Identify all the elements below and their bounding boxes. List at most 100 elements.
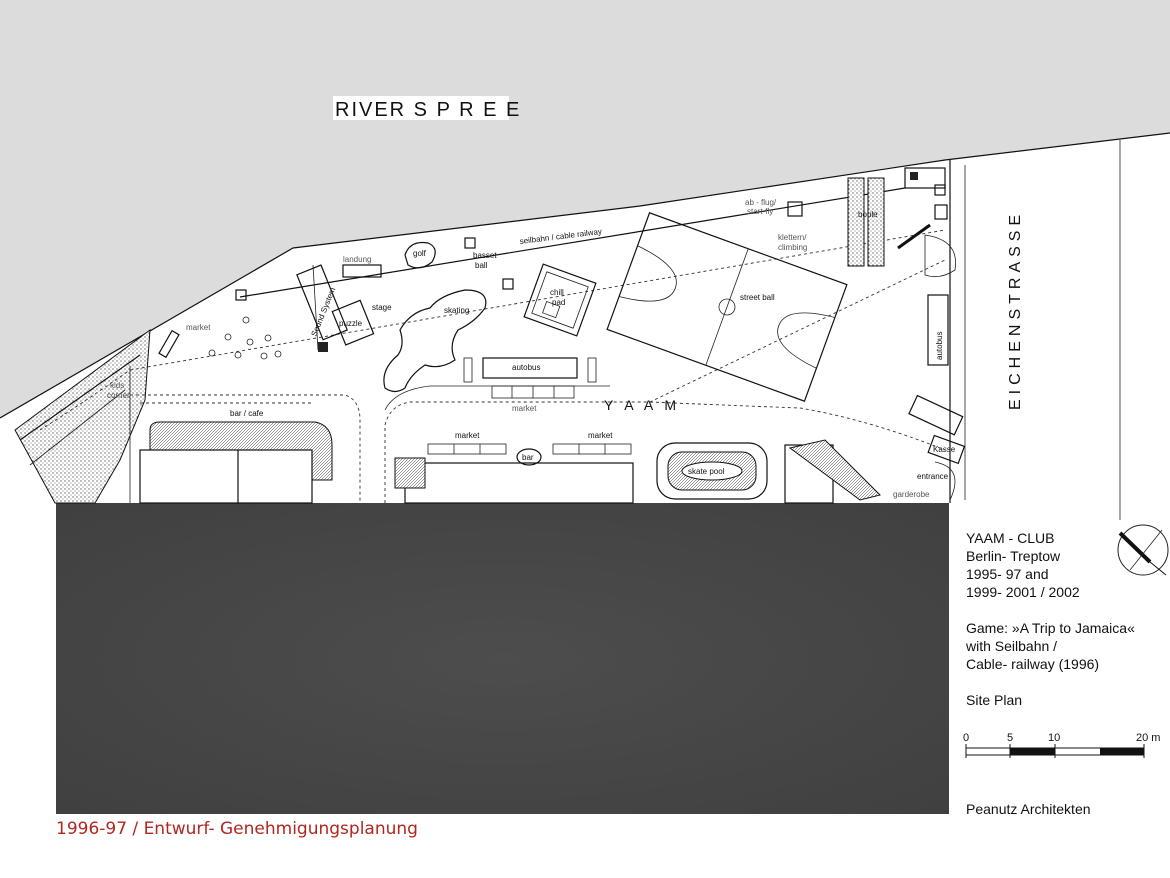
cable-railway-label: seilbahn / cable railway: [519, 227, 602, 246]
autobus-side-label: autobus: [935, 332, 944, 360]
street-label: EICHENSTRASSE: [1007, 210, 1024, 410]
ball-label: ball: [475, 261, 488, 270]
puzzle-label: puzzle: [339, 319, 363, 328]
info-location: Berlin- Treptow: [966, 548, 1061, 564]
market-tables: [208, 316, 282, 360]
climbing-label: climbing: [778, 243, 807, 252]
kids-label: kids: [110, 381, 124, 390]
tower-detail-2: [934, 184, 946, 196]
stage-speaker: [318, 342, 328, 352]
river-spree-area: [0, 0, 1170, 418]
info-architect: Peanutz Architekten: [966, 801, 1091, 817]
entrance-label: entrance: [917, 472, 949, 481]
river-label-box: [333, 96, 509, 120]
market-mid2-label: market: [588, 431, 613, 440]
golf-label: golf: [413, 249, 427, 258]
autobus-side: [927, 294, 949, 366]
pad-label: pad: [552, 298, 565, 307]
path-west: [130, 394, 361, 503]
path-central: [384, 259, 946, 503]
market-mid1-stalls: [427, 443, 507, 455]
cable-railway-line: [239, 187, 906, 298]
kasse-booth-1: [908, 394, 964, 436]
scale-tick-10: 10: [1048, 732, 1060, 744]
bar-kiosk: [516, 448, 542, 466]
riverbank-line: [0, 132, 1170, 419]
barcafe-terrace: [149, 421, 333, 481]
basset-hoop-2: [502, 278, 514, 290]
site-label: Y A A M: [604, 397, 680, 413]
info-game-3: Cable- railway (1996): [966, 656, 1099, 672]
entrance-gate-arc: [934, 461, 956, 501]
drawing-caption: 1996-97 / Entwurf- Genehmigungsplanung: [56, 819, 418, 839]
kids-corner-area: [14, 328, 151, 504]
basset-label: basset: [473, 251, 497, 260]
skating-label: skating: [444, 306, 469, 315]
landung-line: [312, 264, 319, 351]
market-building: [404, 462, 634, 504]
river-label: RIVER S P R E E: [335, 99, 521, 121]
landung-platform: [342, 264, 382, 278]
scale-bar: [965, 744, 1145, 758]
chill-label: chill: [550, 288, 564, 297]
streetball-court: [606, 212, 848, 402]
tower-stair: [897, 223, 931, 250]
skate-pool: [656, 442, 768, 500]
info-game-1: Game: »A Trip to Jamaica«: [966, 620, 1135, 636]
autobus-label: autobus: [512, 363, 540, 372]
stage-label: stage: [372, 303, 392, 312]
startfly-label: start-fly: [747, 207, 773, 216]
tower-detail-3: [934, 204, 948, 220]
basset-hoop-1: [464, 237, 476, 249]
boule-label: boule: [858, 210, 878, 219]
kasse-booth-2: [927, 434, 966, 465]
garderobe-label: garderobe: [893, 490, 930, 499]
building-block: [56, 503, 949, 814]
klettern-label: klettern/: [778, 233, 807, 242]
gate-arc: [924, 234, 957, 278]
scale-tick-20: 20 m: [1136, 732, 1160, 744]
bench-2: [587, 357, 597, 383]
info-years-1: 1995- 97 and: [966, 566, 1049, 582]
info-title: YAAM - CLUB: [966, 530, 1054, 546]
bar-label: bar: [522, 453, 534, 462]
road-edge-2: [384, 385, 610, 411]
info-plan-type: Site Plan: [966, 692, 1022, 708]
streetball-label: street ball: [740, 293, 775, 302]
market-left-label: market: [186, 323, 211, 332]
skating-area: [383, 289, 487, 393]
corner-label: corner: [107, 391, 130, 400]
chill-pad: [523, 263, 597, 337]
barcafe-label: bar / cafe: [230, 409, 264, 418]
path-north: [39, 229, 946, 431]
bench-1: [463, 357, 473, 383]
kids-fence: [19, 354, 141, 441]
entrance-ramp: [788, 439, 881, 501]
cable-tower: [904, 167, 946, 189]
boule-court-1: [847, 177, 865, 267]
autobus-central: [482, 357, 578, 379]
info-game-2: with Seilbahn /: [965, 638, 1057, 654]
market-mid1-label: market: [455, 431, 480, 440]
kasse-label: Kasse: [933, 445, 956, 454]
boule-court-2: [867, 177, 885, 267]
market-stair: [394, 457, 426, 489]
skatepool-label: skate pool: [688, 467, 725, 476]
path-east: [649, 401, 946, 451]
startfly-box: [787, 201, 803, 217]
sound-system: [296, 264, 348, 341]
scale-tick-5: 5: [1007, 732, 1013, 744]
market-bottom-label: market: [512, 404, 537, 413]
skate-pool-floor: [681, 461, 743, 481]
market-box: [235, 289, 247, 301]
barcafe-building: [139, 449, 313, 504]
abflug-label: ab - flug/: [745, 198, 777, 207]
scale-tick-0: 0: [963, 732, 969, 744]
market-mid2-stalls: [552, 443, 632, 455]
market-stall: [158, 329, 180, 359]
puzzle: [331, 299, 375, 346]
north-arrow-icon: [1117, 524, 1169, 576]
tower-detail-1: [910, 172, 918, 180]
kids-fence-2: [29, 389, 126, 466]
